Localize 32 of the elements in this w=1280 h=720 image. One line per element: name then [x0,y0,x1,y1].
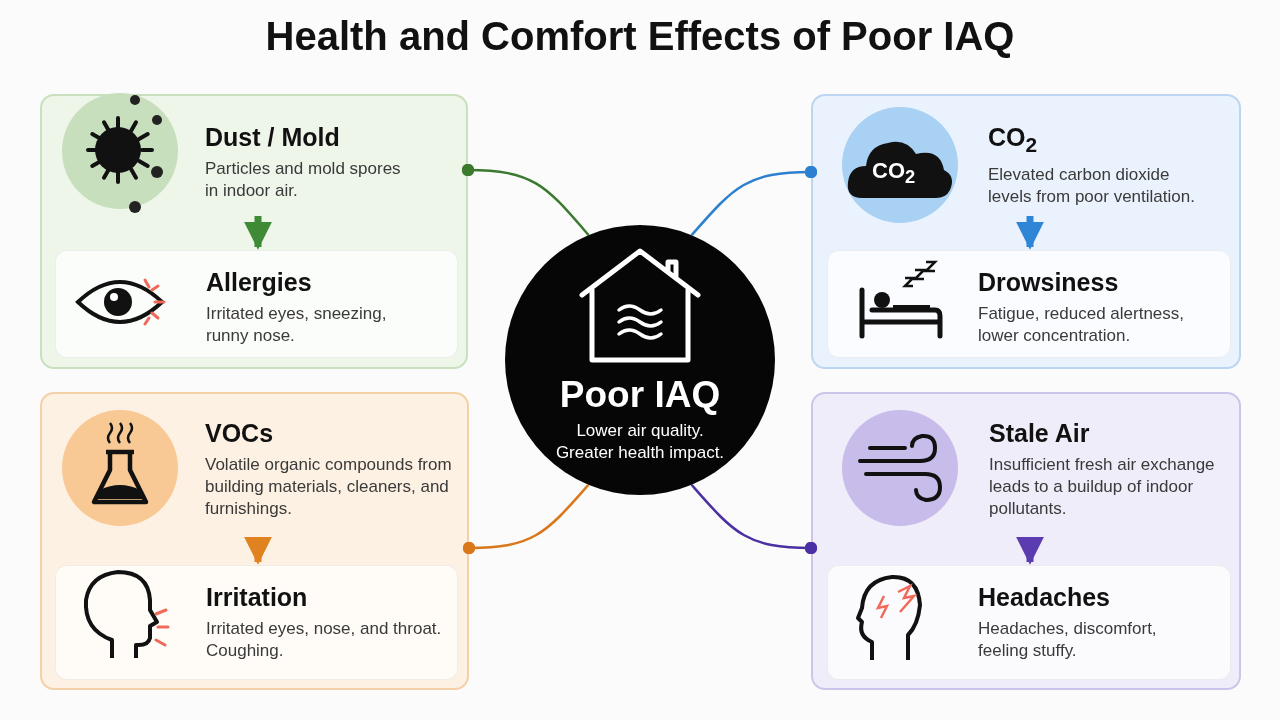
effect-box [827,250,1231,358]
node-heading: Allergies [206,267,313,297]
node-heading: CO$_{2}$ [988,122,1039,158]
node-description: Lower air quality. Greater health impact. [554,419,726,464]
node-description: Irritated eyes, sneezing, runny nose. [206,303,388,348]
node-heading: Stale Air [989,418,1091,448]
node-heading: VOCs [205,418,275,448]
connector-line [690,165,818,237]
node-description: Insufficient fresh air exchange leads to a buildup of indoor pollutants. [989,454,1216,521]
node-heading: Poor IAQ [559,375,721,416]
arrow [1016,536,1044,565]
connector-line [461,163,590,236]
effect-box [55,250,458,358]
node-description: Elevated carbon dioxide levels from poor ventilation. [988,164,1196,209]
connector-line [690,483,818,555]
node-heading: Headaches [978,582,1112,612]
connector-line [462,483,590,555]
node-heading: Drowsiness [978,267,1120,297]
node-description: Particles and mold spores in indoor air. [205,158,402,203]
category-panel [811,392,1241,690]
node-description: Volatile organic compounds from building materials, cleaners, and furnishings. [205,454,453,521]
diagram-title: Health and Comfort Effects of Poor IAQ [264,14,1016,59]
node-heading: Irritation [206,582,309,612]
node-description: Headaches, discomfort, feeling stuffy. [978,618,1158,663]
category-panel [811,94,1241,369]
category-panel [40,392,469,690]
node-heading: Dust / Mold [205,122,341,152]
node-description: Irritated eyes, nose, and throat. Coughing. [206,618,443,663]
arrow [244,536,272,565]
effect-box [827,565,1231,680]
effect-box [55,565,458,680]
node-description: Fatigue, reduced alertness, lower concentration. [978,303,1185,348]
